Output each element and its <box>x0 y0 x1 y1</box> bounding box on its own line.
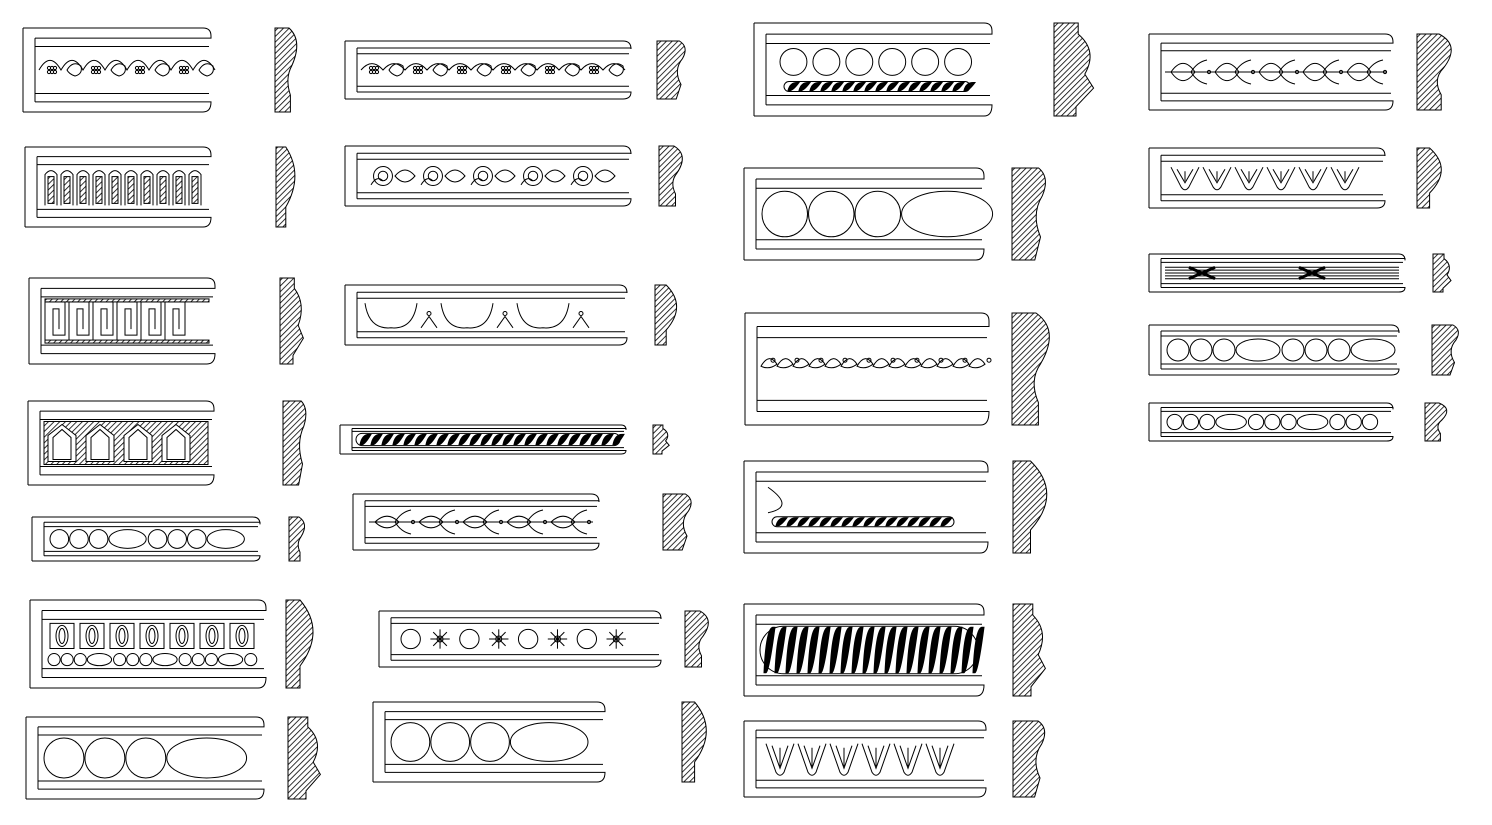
molding-rope-twist <box>743 603 985 697</box>
molding-profile-section <box>1416 147 1442 209</box>
molding-profile-section <box>656 40 686 100</box>
molding-profile-section <box>1416 33 1452 111</box>
molding-bead-and-reel-cove <box>372 701 606 783</box>
molding-profile-section <box>285 599 314 689</box>
molding-guilloche-rosette <box>378 610 662 668</box>
molding-bead-and-reel-cove <box>25 716 265 800</box>
molding-lambs-tongue <box>743 720 987 798</box>
molding-profile-section <box>1424 402 1448 442</box>
molding-egg-and-dart <box>344 284 628 346</box>
molding-acanthus-scroll <box>344 145 632 207</box>
molding-profile-section <box>288 516 305 562</box>
molding-profile-section <box>1431 324 1459 376</box>
molding-profile-section <box>662 493 692 551</box>
molding-profile-section <box>279 277 304 365</box>
molding-profile-section <box>1053 22 1095 117</box>
molding-rope-twist <box>339 424 627 455</box>
molding-crossed-reed <box>1148 253 1406 293</box>
molding-fluted-arch <box>24 146 212 228</box>
molding-bead-and-reel <box>743 167 994 261</box>
molding-profile-section <box>1012 603 1046 697</box>
molding-profile-section <box>1432 253 1452 293</box>
molding-laurel-leaf <box>1148 33 1394 111</box>
molding-profile-section <box>684 610 709 668</box>
molding-profile-section <box>681 701 707 783</box>
molding-profile-section <box>274 27 298 113</box>
molding-circles-and-rope <box>753 22 993 117</box>
molding-bead-and-reel <box>1148 324 1400 376</box>
molding-leaf-and-bead <box>744 312 992 426</box>
molding-gothic-arch <box>27 400 215 486</box>
molding-laurel-leaf <box>352 493 600 551</box>
molding-grapevine <box>22 27 216 113</box>
molding-profile-section <box>658 145 683 207</box>
molding-bead-and-reel <box>1148 402 1394 442</box>
molding-egg-and-dart-with-beads <box>29 599 267 689</box>
molding-profile-section <box>287 716 322 800</box>
molding-lambs-tongue <box>1148 147 1386 209</box>
molding-profile-section <box>1012 720 1046 798</box>
molding-profile-section <box>654 284 678 346</box>
molding-bead-and-reel <box>31 516 261 562</box>
molding-profile-section <box>275 146 296 228</box>
molding-profile-section <box>282 400 307 486</box>
molding-profile-section <box>1011 312 1050 426</box>
molding-grapevine <box>344 40 632 100</box>
molding-cove-and-rope <box>743 460 989 554</box>
molding-greek-key <box>28 277 216 365</box>
molding-profile-section <box>1012 460 1048 554</box>
molding-profile-section <box>1011 167 1046 261</box>
molding-profile-section <box>652 424 670 455</box>
